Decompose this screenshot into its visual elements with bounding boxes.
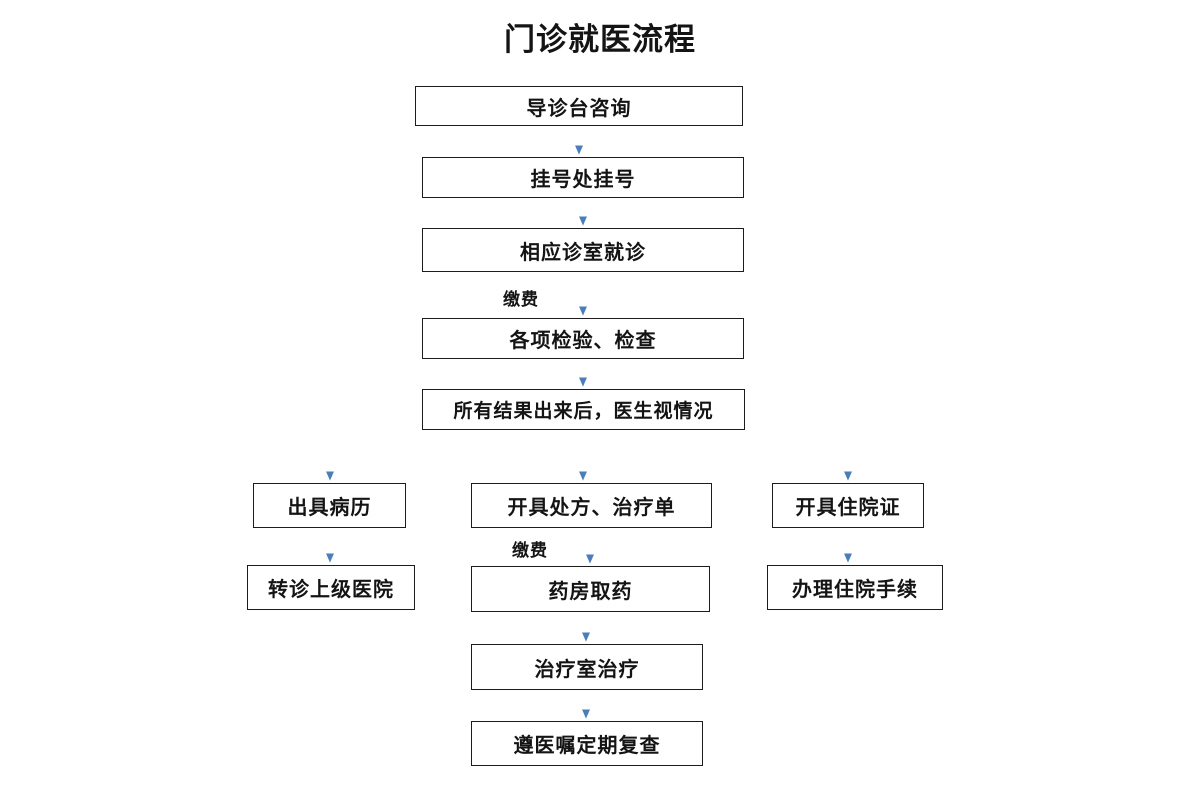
node-banli-zhuyuan-shouxu[interactable]: 办理住院手续 [767, 565, 943, 610]
node-jieguo-yisheng-shiqingkuang[interactable]: 所有结果出来后，医生视情况 [422, 389, 745, 430]
page-title: 门诊就医流程 [504, 22, 696, 57]
node-kaiju-chufang-zhiliaodan[interactable]: 开具处方、治疗单 [471, 483, 712, 528]
node-kaiju-zhuyuanzheng[interactable]: 开具住院证 [772, 483, 924, 528]
node-chuju-bingli[interactable]: 出具病历 [253, 483, 406, 528]
node-gexiang-jianyan-jiancha[interactable]: 各项检验、检查 [422, 318, 744, 359]
edge-label-jiaofei-lower: 缴费 [512, 541, 548, 560]
edge-label-jiaofei-upper: 缴费 [503, 290, 539, 309]
node-zhiliaoshi-zhiliao[interactable]: 治疗室治疗 [471, 644, 703, 690]
node-zhuanzhen-shangji-yiyuan[interactable]: 转诊上级医院 [247, 565, 415, 610]
node-xiangying-zhenshi-jiuzhen[interactable]: 相应诊室就诊 [422, 228, 744, 272]
node-guahaochu-guahao[interactable]: 挂号处挂号 [422, 157, 744, 198]
node-yaofang-quyao[interactable]: 药房取药 [471, 566, 710, 612]
node-daozhentai-zixun[interactable]: 导诊台咨询 [415, 86, 743, 126]
node-zunyizhu-dingqi-fucha[interactable]: 遵医嘱定期复查 [471, 721, 703, 766]
